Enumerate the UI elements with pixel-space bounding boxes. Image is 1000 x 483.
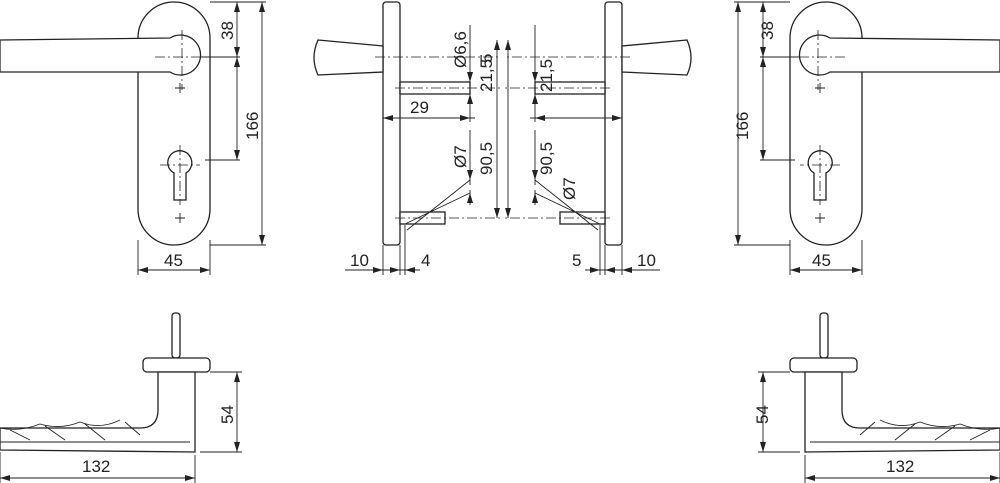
dim-label: 4 [421,251,430,270]
dim-label: 38 [218,21,237,40]
dim-label: Ø6,6 [451,31,470,68]
dim-label: Ø7 [560,177,579,200]
dim-label: 166 [733,112,752,140]
dim-label: 5 [572,251,581,270]
front-view-left [0,1,267,276]
dim-label: 132 [886,457,914,476]
bottom-view-right [757,312,1000,483]
dim-label: 5 [477,54,496,63]
dim-label: 21,5 [477,59,496,92]
side-view-left [313,1,501,276]
dim-label: 10 [637,251,656,270]
dim-label: 54 [753,405,772,424]
dim-label: Ø7 [451,145,470,168]
dim-label: 90,5 [477,142,496,175]
dim-label: 21,5 [537,59,556,92]
dim-label: 45 [164,251,183,270]
dim-label: 45 [812,251,831,270]
dim-label: 90,5 [537,142,556,175]
dim-label: 38 [758,21,777,40]
dim-label: 10 [350,251,369,270]
dim-label: 132 [82,457,110,476]
side-view-right [504,1,692,276]
dim-label: 166 [243,112,262,140]
bottom-view-left [0,312,243,483]
dim-label: 29 [410,98,429,117]
dim-label: 54 [218,405,237,424]
front-view-right [733,1,1000,276]
